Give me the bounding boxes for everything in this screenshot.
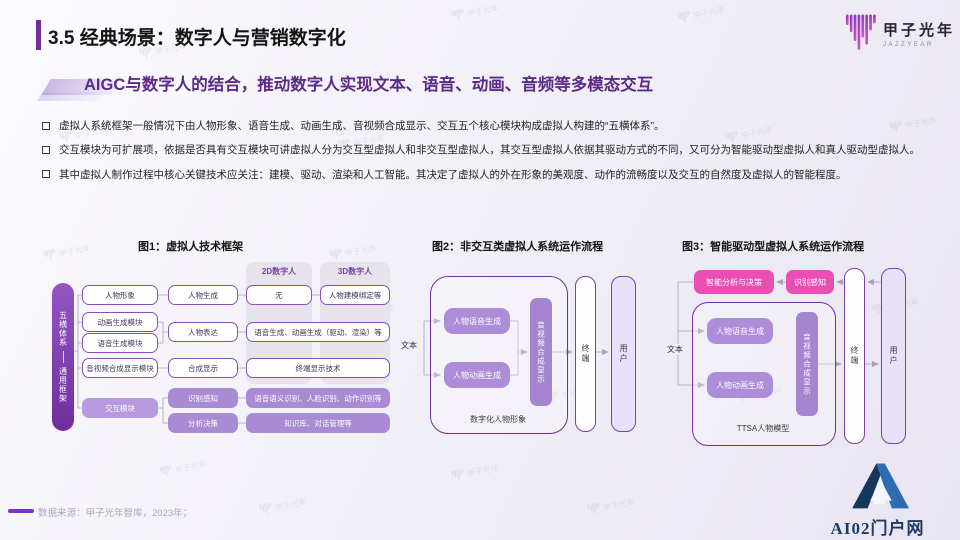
fig1-module-box: 动画生成模块 (82, 312, 158, 332)
fig2-title: 图2：非交互类虚拟人系统运作流程 (432, 241, 604, 253)
fig3-user-box: 用户 (881, 268, 906, 444)
brand-logo: 甲子光年 JAZZYEAR (846, 13, 955, 53)
fig3-animation-generation-box: 人物动画生成 (707, 372, 773, 398)
fig3-analysis-decision-box: 智能分析与决策 (694, 270, 774, 294)
fig1-cell: 无 (246, 285, 312, 305)
fig1-cell: 语音语义识别、人脸识别、动作识别等 (246, 388, 390, 408)
bullet-square-icon (42, 121, 50, 130)
fig1-cell: 知识库、对话管理等 (246, 413, 390, 433)
divider (62, 351, 64, 363)
bullet-item: 其中虚拟人制作过程中核心关键技术应关注：建模、驱动、渲染和人工智能。其决定了虚拟… (42, 167, 926, 183)
partner-logo: AI02门户网 (795, 461, 960, 539)
brand-name: 甲子光年 (883, 21, 956, 39)
fig1-title: 图1：虚拟人技术框架 (138, 241, 244, 253)
fig3-voice-generation-box: 人物语音生成 (707, 318, 773, 344)
fig1-cell: 人物建模绑定等 (320, 285, 390, 305)
fig3-input-label: 文本 (665, 344, 685, 355)
fig1-module-box: 交互模块 (82, 398, 158, 418)
fig1-sidebar-top-label: 五横体系 (58, 311, 68, 347)
fig1-function-box: 人物表达 (168, 322, 238, 342)
bullet-list: 虚拟人系统框架一般情况下由人物形象、语音生成、动画生成、音视频合成显示、交互五个… (42, 118, 926, 191)
fig2-av-synthesis-box: 音视频合成显示 (530, 298, 552, 406)
page-title: 3.5 经典场景：数字人与营销数字化 (48, 28, 346, 49)
fig2-voice-generation-box: 人物语音生成 (444, 308, 510, 334)
fig1-cell: 语音生成、动画生成（驱动、渲染）等 (246, 322, 390, 342)
fig1-function-box: 合成显示 (168, 358, 238, 378)
fig1-column-header: 2D数字人 (261, 267, 297, 276)
fig2-terminal-box: 终端 (575, 276, 596, 432)
title-accent-bar (36, 20, 41, 50)
bullet-square-icon (42, 145, 50, 154)
fig3-recognition-box: 识别感知 (786, 270, 834, 294)
fig3-terminal-box: 终端 (844, 268, 865, 444)
fig1-module-box: 语音生成模块 (82, 333, 158, 353)
fig1-cell: 终端显示技术 (246, 358, 390, 378)
subtitle: AIGC与数字人的结合，推动数字人实现文本、语音、动画、音频等多模态交互 (84, 76, 654, 94)
bullet-item: 虚拟人系统框架一般情况下由人物形象、语音生成、动画生成、音视频合成显示、交互五个… (42, 118, 926, 134)
fig2-input-label: 文本 (399, 340, 419, 351)
brand-subname: JAZZYEAR (883, 41, 934, 48)
fig1-module-box: 音视频合成显示模块 (82, 358, 158, 378)
fig1-function-box: 人物生成 (168, 285, 238, 305)
partner-name: AI02门户网 (830, 519, 925, 538)
bullet-square-icon (42, 170, 50, 179)
fig1-module-box: 人物形象 (82, 285, 158, 305)
fig1-column-header: 3D数字人 (337, 267, 373, 276)
fig2-container-label: 数字化人物形象 (470, 415, 526, 424)
fig1-function-box: 识别感知 (168, 388, 238, 408)
fig1-framework-sidebar: 五横体系 通用框架 (52, 283, 74, 431)
fig3-container-label: TTSA人物模型 (736, 424, 790, 433)
bullet-text: 交互模块为可扩展项，依据是否具有交互模块可讲虚拟人分为交互型虚拟人和非交互型虚拟… (59, 144, 920, 157)
source-text: 数据来源：甲子光年智库，2023年； (38, 508, 193, 519)
fig1-function-box: 分析决策 (168, 413, 238, 433)
bullet-item: 交互模块为可扩展项，依据是否具有交互模块可讲虚拟人分为交互型虚拟人和非交互型虚拟… (42, 142, 926, 158)
fig3-av-synthesis-box: 音视频合成显示 (796, 312, 818, 416)
source-accent-dash (8, 509, 34, 513)
fig2-animation-generation-box: 人物动画生成 (444, 362, 510, 388)
fig3-title: 图3：智能驱动型虚拟人系统运作流程 (682, 241, 865, 253)
bullet-text: 虚拟人系统框架一般情况下由人物形象、语音生成、动画生成、音视频合成显示、交互五个… (59, 120, 665, 132)
brand-bars-icon (846, 14, 876, 50)
fig1-sidebar-bottom-label: 通用框架 (58, 367, 68, 403)
bullet-text: 其中虚拟人制作过程中核心关键技术应关注：建模、驱动、渲染和人工智能。其决定了虚拟… (59, 168, 847, 181)
fig2-user-box: 用户 (611, 276, 636, 432)
partner-a-icon (851, 463, 909, 509)
